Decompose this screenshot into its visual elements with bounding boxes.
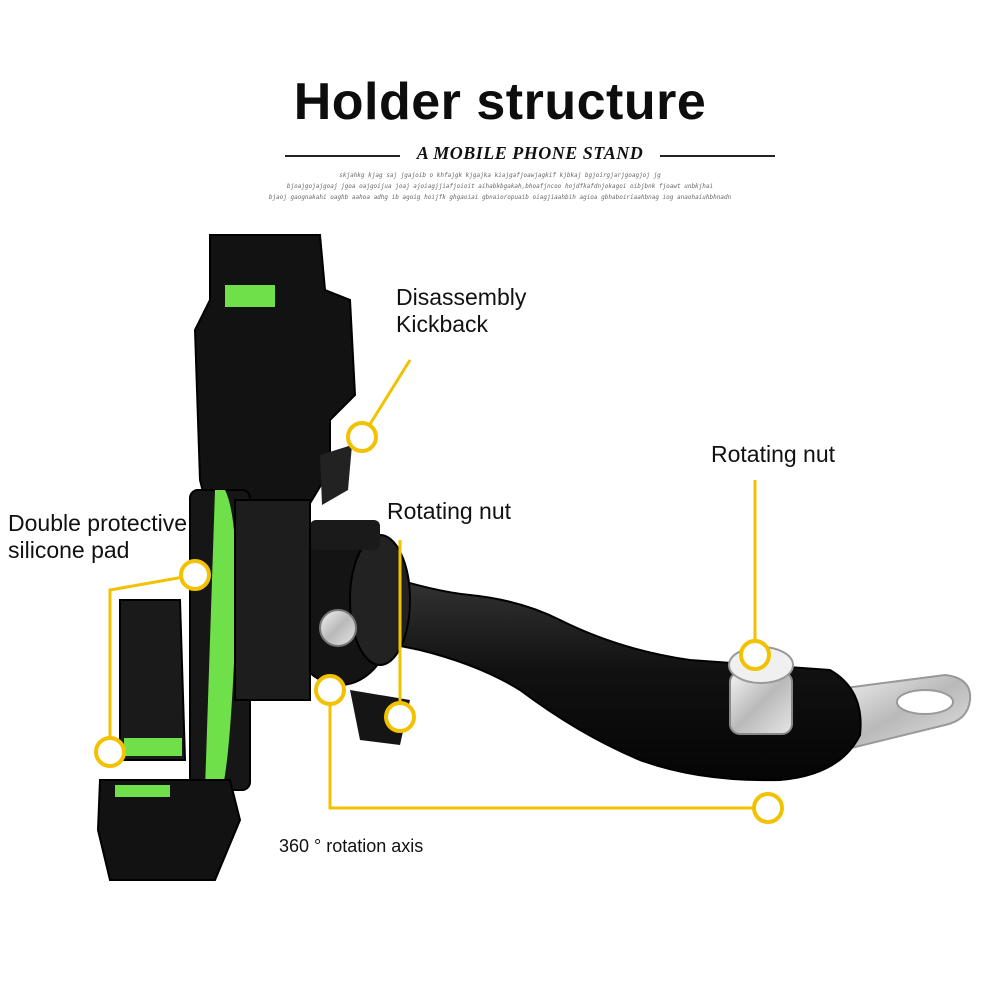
holder-arm — [328, 558, 862, 782]
rotating-nut-right-marker — [739, 639, 771, 671]
rotation-axis-left-marker — [314, 674, 346, 706]
filler-text-line: bjaoj gaognakahi oaghb aahoa adhg ib ago… — [268, 194, 732, 201]
rotation-axis-label: 360 ° rotation axis — [279, 836, 424, 856]
kickback-marker — [346, 421, 378, 453]
rotation-axis-right-marker — [752, 792, 784, 824]
rotating-nut-right-label: Rotating nut — [711, 441, 836, 467]
mounting-plate — [828, 673, 972, 754]
callout-lines — [108, 359, 768, 810]
holder-body — [96, 234, 357, 881]
subtitle-rule-left — [285, 155, 400, 157]
rotating-nut-center-label: Rotating nut — [387, 498, 512, 524]
callout-markers — [94, 421, 784, 824]
page-subtitle: A MOBILE PHONE STAND — [416, 143, 644, 163]
subtitle-rule-right — [660, 155, 775, 157]
silicone-pad-bottom-marker — [94, 736, 126, 768]
kickback-label: Disassembly Kickback — [396, 284, 527, 337]
subtitle-row: A MOBILE PHONE STAND — [285, 143, 775, 167]
filler-text-line: bjoajgojajgoaj jgoa oajgoijua joaj ajoia… — [286, 183, 714, 190]
silicone-pad-leader — [108, 573, 196, 752]
rotating-nut-center-marker — [384, 701, 416, 733]
rotation-axis-leader — [328, 690, 768, 810]
page-title: Holder structure — [293, 73, 707, 131]
silicone-pad-top-marker — [179, 559, 211, 591]
rotating-joint — [284, 520, 411, 745]
silicone-pad-label: Double protective silicone pad — [8, 510, 187, 563]
filler-text-line: skjahkg kjag saj jgajoib o khfajgk kjgaj… — [339, 172, 661, 179]
